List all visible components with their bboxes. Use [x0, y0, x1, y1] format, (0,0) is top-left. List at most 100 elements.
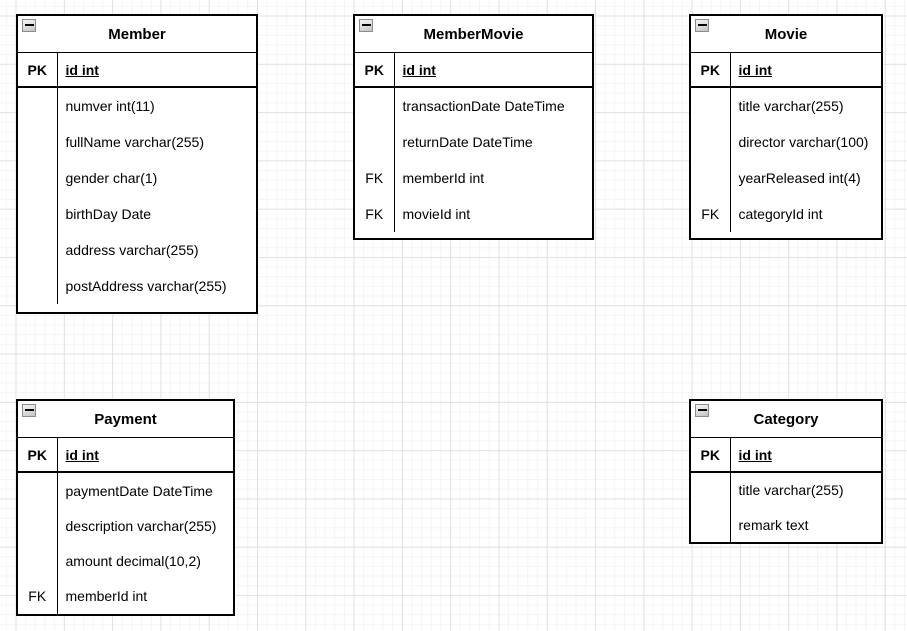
- entity-table-member[interactable]: Member PK id int numver int(11) fullName…: [16, 14, 258, 314]
- table-row[interactable]: FK memberId int: [18, 578, 233, 614]
- table-row[interactable]: description varchar(255): [18, 508, 233, 544]
- primary-key-row[interactable]: PK id int: [355, 53, 592, 88]
- primary-key-row[interactable]: PK id int: [18, 438, 233, 473]
- row-key: [18, 232, 58, 268]
- pk-field: id int: [65, 446, 99, 463]
- row-field: gender char(1): [65, 170, 158, 186]
- table-row[interactable]: birthDay Date: [18, 196, 256, 232]
- table-row[interactable]: yearReleased int(4): [691, 160, 881, 196]
- row-field: postAddress varchar(255): [65, 278, 227, 294]
- table-rows: title varchar(255) director varchar(100)…: [691, 88, 881, 238]
- row-field: yearReleased int(4): [738, 170, 861, 186]
- pk-label: PK: [691, 438, 731, 471]
- table-row[interactable]: returnDate DateTime: [355, 124, 592, 160]
- minus-glyph: [24, 408, 34, 411]
- collapse-icon[interactable]: [22, 19, 36, 32]
- pk-label: PK: [18, 53, 58, 86]
- row-key: [18, 196, 58, 232]
- table-row[interactable]: title varchar(255): [691, 473, 881, 508]
- row-key: [18, 124, 58, 160]
- row-key: FK: [355, 196, 395, 232]
- minus-glyph: [24, 23, 34, 26]
- table-row[interactable]: numver int(11): [18, 88, 256, 124]
- pk-field: id int: [738, 61, 772, 78]
- entity-table-category[interactable]: Category PK id int title varchar(255) re…: [689, 399, 883, 544]
- table-header-member[interactable]: Member: [18, 16, 256, 53]
- entity-table-membermovie[interactable]: MemberMovie PK id int transactionDate Da…: [353, 14, 594, 240]
- row-key: [18, 268, 58, 304]
- collapse-icon[interactable]: [22, 404, 36, 417]
- table-header-membermovie[interactable]: MemberMovie: [355, 16, 592, 53]
- table-row[interactable]: remark text: [691, 507, 881, 542]
- collapse-icon[interactable]: [359, 19, 373, 32]
- table-row[interactable]: fullName varchar(255): [18, 124, 256, 160]
- table-row[interactable]: transactionDate DateTime: [355, 88, 592, 124]
- pk-field: id int: [402, 61, 436, 78]
- table-title: Category: [753, 410, 819, 428]
- collapse-icon[interactable]: [695, 404, 709, 417]
- table-header-movie[interactable]: Movie: [691, 16, 881, 53]
- pk-label: PK: [691, 53, 731, 86]
- minus-glyph: [697, 408, 707, 411]
- row-field: fullName varchar(255): [65, 134, 205, 150]
- row-field: description varchar(255): [65, 517, 217, 534]
- table-row[interactable]: address varchar(255): [18, 232, 256, 268]
- pk-label: PK: [18, 438, 58, 471]
- row-field: director varchar(100): [738, 134, 869, 150]
- table-title: Member: [108, 25, 166, 43]
- row-key: FK: [691, 196, 731, 232]
- row-field: address varchar(255): [65, 242, 199, 258]
- primary-key-row[interactable]: PK id int: [691, 438, 881, 473]
- row-field: remark text: [738, 516, 809, 533]
- primary-key-row[interactable]: PK id int: [691, 53, 881, 88]
- row-key: [691, 88, 731, 124]
- table-row[interactable]: title varchar(255): [691, 88, 881, 124]
- table-rows: paymentDate DateTime description varchar…: [18, 473, 233, 614]
- table-row[interactable]: paymentDate DateTime: [18, 473, 233, 509]
- table-title: Movie: [764, 25, 808, 43]
- pk-field: id int: [65, 61, 99, 78]
- table-header-payment[interactable]: Payment: [18, 401, 233, 438]
- row-field: amount decimal(10,2): [65, 553, 201, 570]
- table-row[interactable]: gender char(1): [18, 160, 256, 196]
- table-header-category[interactable]: Category: [691, 401, 881, 438]
- row-field: returnDate DateTime: [402, 134, 533, 150]
- table-row[interactable]: director varchar(100): [691, 124, 881, 160]
- row-key: [355, 124, 395, 160]
- row-key: FK: [355, 160, 395, 196]
- minus-glyph: [697, 23, 707, 26]
- table-row[interactable]: postAddress varchar(255): [18, 268, 256, 304]
- row-field: title varchar(255): [738, 482, 844, 499]
- row-key: [18, 543, 58, 579]
- row-key: [691, 124, 731, 160]
- row-key: [355, 88, 395, 124]
- table-title: Payment: [94, 410, 157, 428]
- pk-label: PK: [355, 53, 395, 86]
- table-rows: transactionDate DateTime returnDate Date…: [355, 88, 592, 238]
- table-rows: title varchar(255) remark text: [691, 473, 881, 542]
- minus-glyph: [361, 23, 371, 26]
- row-field: numver int(11): [65, 98, 155, 114]
- entity-table-movie[interactable]: Movie PK id int title varchar(255) direc…: [689, 14, 883, 240]
- table-row[interactable]: amount decimal(10,2): [18, 543, 233, 579]
- row-field: paymentDate DateTime: [65, 482, 213, 499]
- row-key: [691, 507, 731, 542]
- row-field: memberId int: [65, 588, 148, 605]
- row-key: [18, 160, 58, 196]
- collapse-icon[interactable]: [695, 19, 709, 32]
- primary-key-row[interactable]: PK id int: [18, 53, 256, 88]
- row-key: [18, 88, 58, 124]
- table-rows: numver int(11) fullName varchar(255) gen…: [18, 88, 256, 312]
- row-key: [691, 160, 731, 196]
- table-row[interactable]: FK movieId int: [355, 196, 592, 232]
- entity-table-payment[interactable]: Payment PK id int paymentDate DateTime d…: [16, 399, 235, 616]
- row-key: [18, 473, 58, 509]
- pk-field: id int: [738, 446, 772, 463]
- row-key: [18, 508, 58, 544]
- table-row[interactable]: FK memberId int: [355, 160, 592, 196]
- row-field: categoryId int: [738, 206, 823, 222]
- table-title: MemberMovie: [423, 25, 524, 43]
- table-row[interactable]: FK categoryId int: [691, 196, 881, 232]
- row-key: [691, 473, 731, 508]
